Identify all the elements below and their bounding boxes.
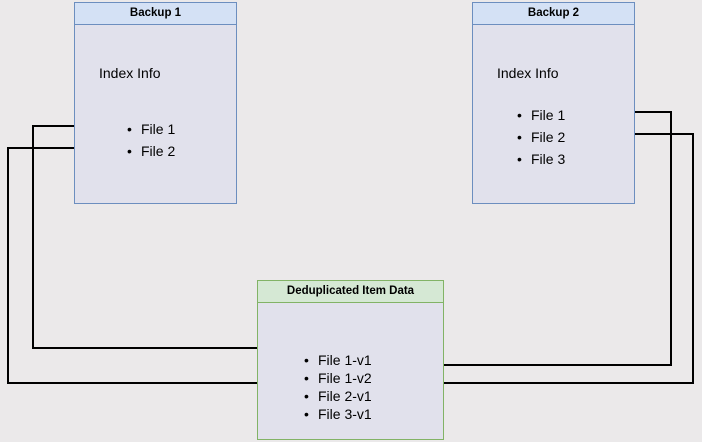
node-backup-1-body: Index Info File 1 File 2	[75, 25, 236, 203]
list-item: File 1	[125, 118, 175, 140]
node-backup-1-title: Backup 1	[75, 3, 236, 25]
list-item: File 1	[515, 104, 565, 126]
node-backup-2-title: Backup 2	[473, 3, 634, 25]
list-item: File 2	[125, 140, 175, 162]
node-dedup-body: File 1-v1 File 1-v2 File 2-v1 File 3-v1	[258, 303, 443, 439]
list-item: File 1-v1	[302, 351, 372, 369]
node-deduplicated-item-data[interactable]: Deduplicated Item Data File 1-v1 File 1-…	[257, 280, 444, 440]
node-backup-2[interactable]: Backup 2 Index Info File 1 File 2 File 3	[472, 2, 635, 204]
list-item: File 3	[515, 148, 565, 170]
list-item: File 2	[515, 126, 565, 148]
list-item: File 3-v1	[302, 405, 372, 423]
backup-1-index-info-label: Index Info	[99, 65, 161, 81]
backup-1-file-list: File 1 File 2	[125, 118, 175, 162]
list-item: File 1-v2	[302, 369, 372, 387]
list-item: File 2-v1	[302, 387, 372, 405]
node-backup-2-body: Index Info File 1 File 2 File 3	[473, 25, 634, 203]
backup-2-file-list: File 1 File 2 File 3	[515, 104, 565, 170]
dedup-item-list: File 1-v1 File 1-v2 File 2-v1 File 3-v1	[302, 351, 372, 423]
node-dedup-title: Deduplicated Item Data	[258, 281, 443, 303]
node-backup-1[interactable]: Backup 1 Index Info File 1 File 2	[74, 2, 237, 204]
backup-2-index-info-label: Index Info	[497, 65, 559, 81]
